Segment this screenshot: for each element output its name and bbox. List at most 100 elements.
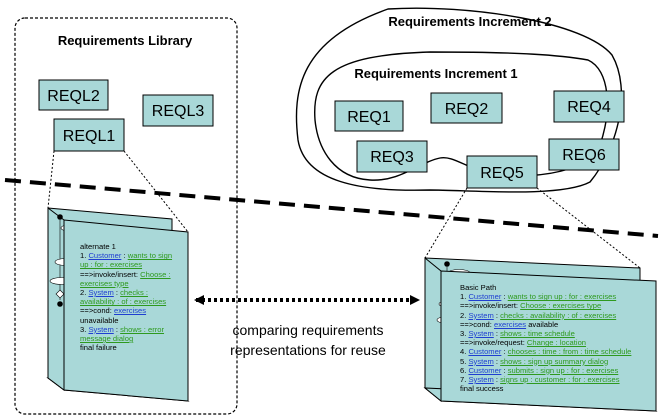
action-link[interactable]: Change : location — [526, 338, 587, 348]
card-line: 7. System : signs up : customer : for : … — [460, 375, 654, 384]
action-link[interactable]: up : for : exercises — [80, 260, 143, 270]
req-box-req1[interactable]: REQ1 — [334, 100, 404, 132]
action-link[interactable]: exercises type — [80, 278, 129, 288]
action-link[interactable]: checks : — [120, 288, 148, 298]
req-box-req4[interactable]: REQ4 — [553, 90, 625, 123]
card-line: 5. System : shows : sign up summary dial… — [460, 357, 654, 366]
card-text: ==>cond: — [80, 306, 114, 316]
action-link[interactable]: shows : sign up summary dialog — [500, 356, 609, 366]
card-text: 2. — [80, 288, 89, 298]
actor-link[interactable]: Customer — [88, 251, 122, 261]
card-line: 3. System : shows : time schedule — [460, 329, 654, 338]
card-text: : — [501, 365, 508, 375]
left-card-stack — [46, 207, 190, 402]
card-text: : — [493, 329, 501, 339]
actor-link[interactable]: System — [468, 329, 494, 339]
action-link[interactable]: availability : of : exercises — [80, 297, 167, 307]
card-text: 3. — [460, 329, 469, 339]
req-box-label: REQ3 — [370, 149, 414, 166]
actor-link[interactable]: Customer — [468, 347, 502, 357]
card-line: up : for : exercises — [80, 260, 184, 269]
increment2-title: Requirements Increment 2 — [388, 14, 551, 29]
req-box-req2[interactable]: REQ2 — [430, 92, 503, 124]
req-box-label: REQL3 — [152, 103, 205, 120]
req-box-reql2[interactable]: REQL2 — [38, 79, 109, 111]
actor-link[interactable]: System — [88, 324, 114, 334]
card-line: availability : of : exercises — [80, 297, 184, 306]
card-text: 7. — [460, 375, 469, 385]
req-box-label: REQ4 — [567, 99, 611, 116]
card-text: ==>invoke/insert: — [80, 269, 141, 279]
connector-req5-right — [536, 187, 641, 269]
action-link[interactable]: checks : availability : of : exercises — [500, 310, 617, 320]
card-text: 5. — [460, 356, 469, 366]
action-link[interactable]: message dialog — [80, 334, 134, 344]
card-text: 4. — [460, 347, 469, 357]
comparison-label: comparing requirements representations f… — [196, 320, 420, 360]
req-box-req5[interactable]: REQ5 — [466, 155, 538, 189]
card-text: : — [501, 292, 508, 302]
card-line: alternate 1 — [80, 242, 184, 251]
action-link[interactable]: Choose : exercises type — [520, 301, 602, 311]
card-line: final success — [460, 384, 654, 393]
card-line: Basic Path — [460, 283, 654, 292]
card-text: 3. — [80, 324, 89, 334]
connector-reql1-left — [47, 150, 55, 209]
comparison-label-line: comparing requirements — [232, 322, 384, 338]
library-container — [14, 17, 238, 415]
separator-dashed-line — [4, 178, 659, 238]
increment2-boundary — [295, 7, 623, 193]
card-text: ==>invoke/insert: — [460, 301, 521, 311]
connector-reql1-right — [123, 150, 189, 233]
card-text: 1. — [80, 251, 89, 261]
card-line: 3. System : shows : error — [80, 325, 184, 334]
actor-link[interactable]: Customer — [468, 292, 502, 302]
action-link[interactable]: submits : sign up : for : exercises — [507, 365, 619, 375]
actor-link[interactable]: Customer — [468, 365, 502, 375]
action-link[interactable]: shows : error — [120, 324, 165, 334]
req-box-req6[interactable]: REQ6 — [548, 138, 620, 171]
actor-link[interactable]: System — [88, 288, 114, 298]
req-box-label: REQ2 — [445, 101, 489, 118]
actor-link[interactable]: System — [468, 310, 494, 320]
card-line: 1. Customer : wants to sign up : for : e… — [460, 292, 654, 301]
req-box-reql3[interactable]: REQL3 — [142, 94, 214, 127]
req-box-label: REQ5 — [480, 165, 524, 182]
card-line: message dialog — [80, 334, 184, 343]
action-link[interactable]: signs up : customer : for : exercises — [500, 375, 620, 385]
action-link[interactable]: chooses : time : from : time schedule — [507, 347, 632, 357]
action-link[interactable]: Choose : — [140, 269, 171, 279]
card-line: exercises type — [80, 279, 184, 288]
card-text: : — [113, 288, 121, 298]
req-box-label: REQ6 — [562, 147, 606, 164]
actor-link[interactable]: exercises — [114, 306, 147, 316]
card-text: : — [493, 356, 501, 366]
card-text: alternate 1 — [80, 242, 116, 251]
card-text: : — [113, 324, 121, 334]
card-line: 6. Customer : submits : sign up : for : … — [460, 366, 654, 375]
card-text: final success — [460, 384, 504, 394]
actor-link[interactable]: System — [468, 375, 494, 385]
req-box-label: REQL1 — [63, 128, 116, 145]
library-title: Requirements Library — [58, 33, 193, 48]
connector-req5-left — [424, 187, 468, 259]
increment1-title: Requirements Increment 1 — [354, 66, 517, 81]
card-text: available — [526, 319, 559, 329]
card-line: ==>invoke/insert: Choose : exercises typ… — [460, 301, 654, 310]
actor-link[interactable]: System — [468, 356, 494, 366]
req-box-reql1[interactable]: REQL1 — [53, 118, 125, 152]
actor-link[interactable]: exercises — [494, 319, 527, 329]
action-link[interactable]: wants to sign up : for : exercises — [507, 292, 617, 302]
req-box-req3[interactable]: REQ3 — [356, 140, 428, 173]
req-box-label: REQ1 — [347, 109, 391, 126]
card-text: Basic Path — [460, 283, 497, 292]
action-link[interactable]: shows : time schedule — [500, 329, 575, 339]
card-text: ==>invoke/request: — [460, 338, 527, 348]
action-link[interactable]: wants to sign — [127, 251, 173, 261]
card-line: final failure — [80, 343, 184, 352]
card-line: ==>cond: exercises — [80, 306, 184, 315]
comparison-label-line: representations for reuse — [230, 342, 386, 358]
card-text: : — [493, 375, 501, 385]
card-text: : — [501, 347, 508, 357]
